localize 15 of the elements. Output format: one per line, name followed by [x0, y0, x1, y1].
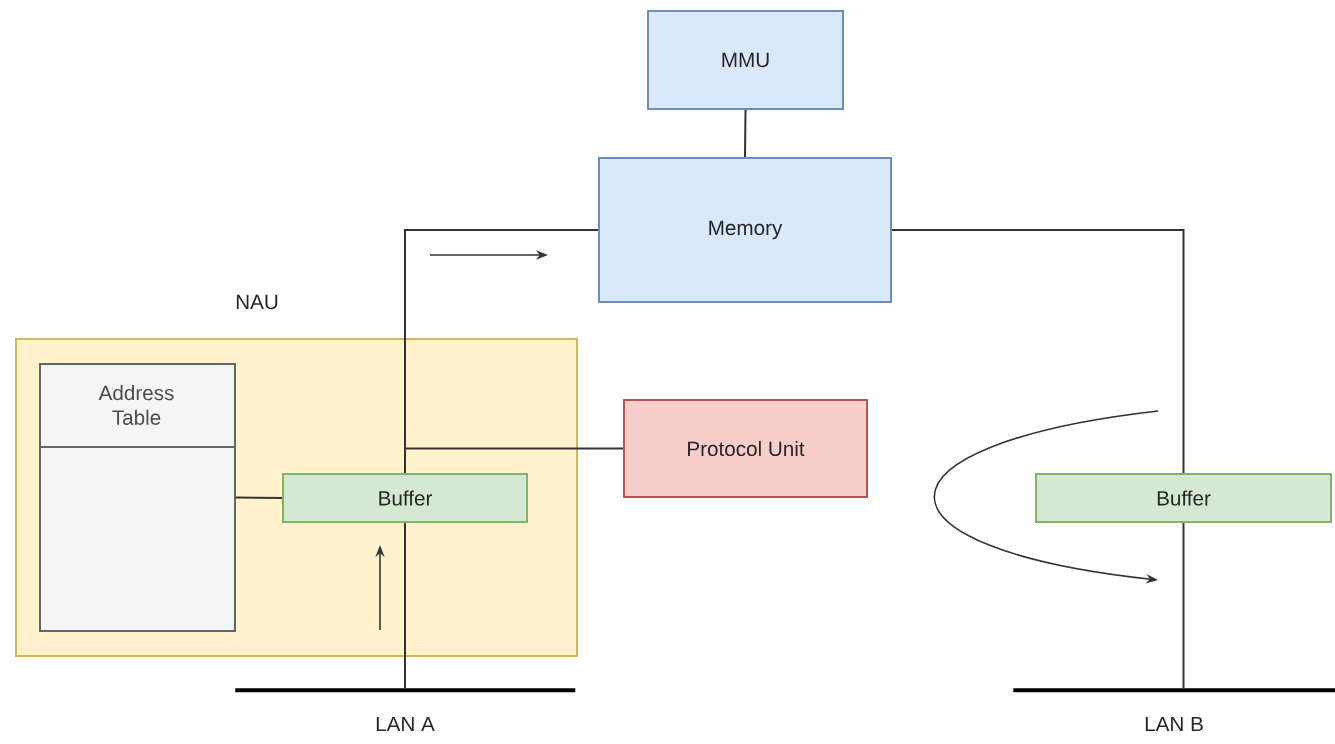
process-box: Memory [598, 157, 892, 303]
connector-line [235, 496, 283, 499]
connector-line [744, 109, 747, 158]
process-box: MMU [647, 10, 844, 110]
bus-label: LAN A [376, 716, 435, 732]
table-box: Address Table [38, 363, 236, 632]
bus-label: LAN B [1145, 716, 1203, 732]
process-box: Buffer [282, 473, 528, 523]
connector-line [404, 522, 406, 689]
connector-line [404, 447, 624, 474]
process-box: Buffer [1035, 473, 1332, 523]
connector-line [1182, 522, 1185, 689]
process-box: Protocol Unit [623, 399, 868, 498]
connector-line [891, 229, 1185, 474]
node-label: NAU [236, 294, 278, 310]
